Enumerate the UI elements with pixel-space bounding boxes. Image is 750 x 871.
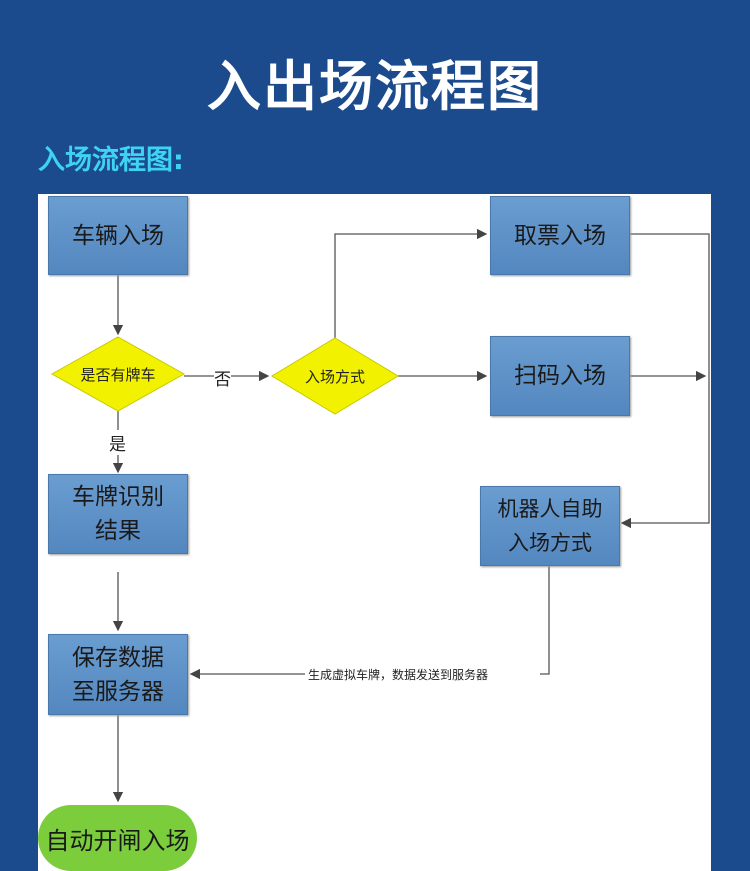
node-label: 车牌识别 bbox=[72, 484, 164, 510]
node-save-data: 保存数据至服务器 bbox=[48, 634, 188, 715]
edge-robot-to-save bbox=[540, 565, 550, 675]
decision-entry-method-label: 入场方式 bbox=[304, 367, 365, 386]
node-label: 取票入场 bbox=[514, 222, 606, 249]
decision-entry-method bbox=[271, 337, 399, 415]
decision-has-plate bbox=[50, 336, 186, 412]
node-plate-result: 车牌识别结果 bbox=[48, 474, 188, 554]
edge-label-yes: 是 bbox=[109, 430, 126, 455]
node-label: 机器人自助 bbox=[497, 497, 603, 521]
section-title: 入场流程图: bbox=[38, 145, 184, 176]
node-label: 车辆入场 bbox=[72, 222, 164, 249]
node-label: 自动开闸入场 bbox=[45, 826, 190, 855]
node-vehicle-entry: 车辆入场 bbox=[48, 196, 188, 275]
node-ticket-entry: 取票入场 bbox=[490, 196, 630, 275]
node-label: 至服务器 bbox=[72, 678, 164, 705]
edge-label-no: 否 bbox=[214, 365, 231, 390]
node-robot-entry: 机器人自助入场方式 bbox=[480, 486, 620, 566]
edge-ticket-to-robot bbox=[620, 233, 710, 529]
page-title: 入出场流程图 bbox=[207, 55, 543, 118]
node-label: 扫码入场 bbox=[514, 363, 606, 389]
edge-label-virtual-plate: 生成虚拟车牌，数据发送到服务器 bbox=[306, 666, 491, 683]
decision-has-plate-label: 是否有牌车 bbox=[80, 365, 156, 384]
node-auto-gate: 自动开闸入场 bbox=[38, 805, 197, 871]
node-label: 保存数据 bbox=[72, 644, 164, 671]
node-scan-entry: 扫码入场 bbox=[490, 336, 630, 416]
edge-to-ticket bbox=[334, 228, 488, 338]
node-label: 结果 bbox=[95, 518, 141, 544]
node-label: 入场方式 bbox=[508, 531, 592, 555]
